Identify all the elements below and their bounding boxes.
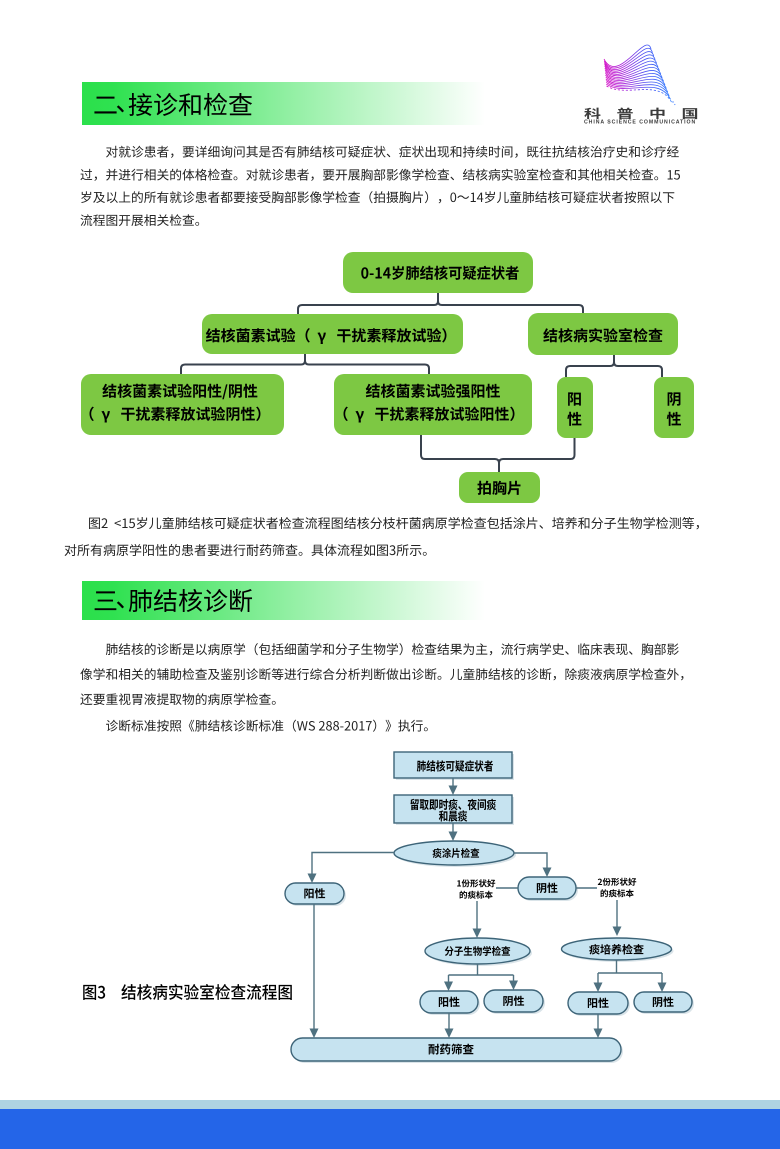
svg-text:CHINA SCIENCE COMMUNICATION: CHINA SCIENCE COMMUNICATION: [584, 120, 696, 126]
